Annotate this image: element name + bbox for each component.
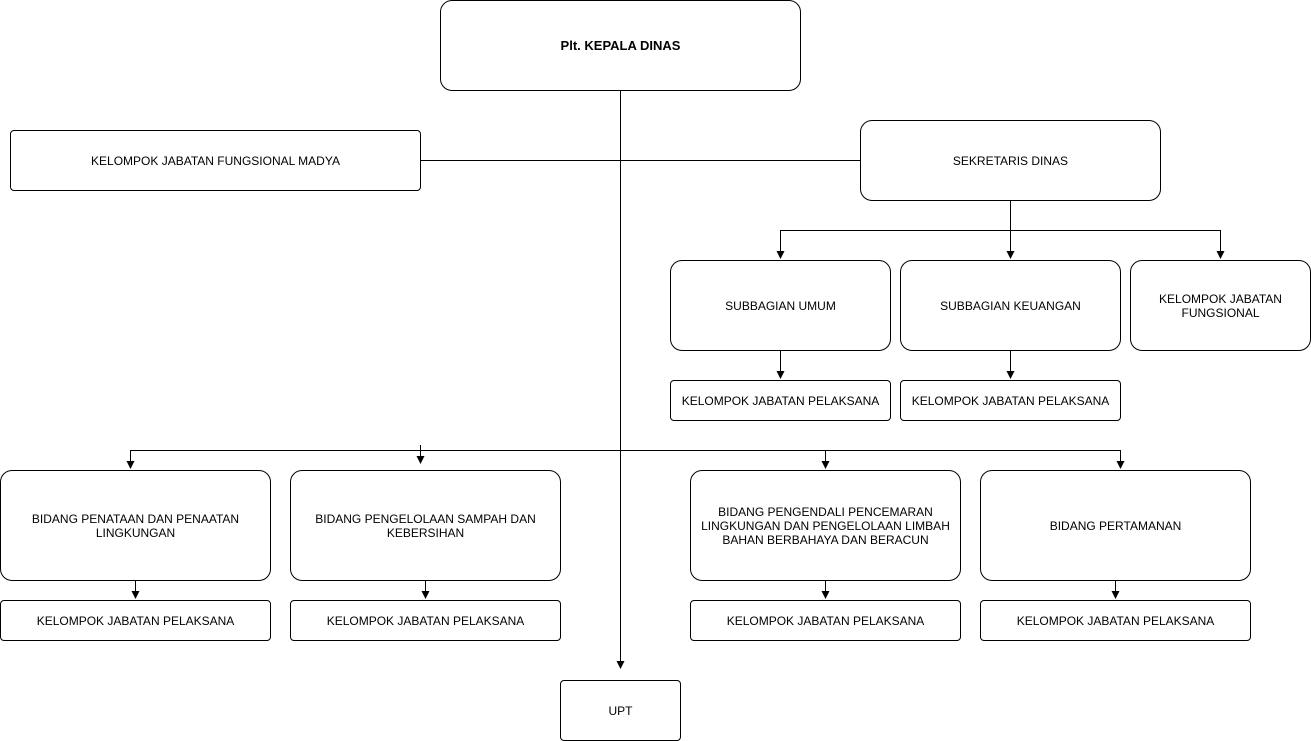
executor-box-sub-finance: KELOMPOK JABATAN PELAKSANA [900, 380, 1121, 421]
sub-general-box: SUBBAGIAN UMUM [670, 260, 891, 351]
bidang-box-1: BIDANG PENATAAN DAN PENAATAN LINGKUNGAN [0, 470, 271, 581]
executor-box-bidang-2: KELOMPOK JABATAN PELAKSANA [290, 600, 561, 641]
bidang-box-2: BIDANG PENGELOLAAN SAMPAH DAN KEBERSIHAN [290, 470, 561, 581]
functional-group-box: KELOMPOK JABATAN FUNGSIONAL [1130, 260, 1311, 351]
functional-madya-box: KELOMPOK JABATAN FUNGSIONAL MADYA [10, 130, 421, 191]
sub-finance-box: SUBBAGIAN KEUANGAN [900, 260, 1121, 351]
bidang-box-3: BIDANG PENGENDALI PENCEMARAN LINGKUNGAN … [690, 470, 961, 581]
secretary-box: SEKRETARIS DINAS [860, 120, 1161, 201]
bidang-box-4: BIDANG PERTAMANAN [980, 470, 1251, 581]
executor-box-sub-general: KELOMPOK JABATAN PELAKSANA [670, 380, 891, 421]
upt-box: UPT [560, 680, 681, 741]
executor-box-bidang-3: KELOMPOK JABATAN PELAKSANA [690, 600, 961, 641]
head-box: Plt. KEPALA DINAS [440, 0, 801, 91]
executor-box-bidang-1: KELOMPOK JABATAN PELAKSANA [0, 600, 271, 641]
executor-box-bidang-4: KELOMPOK JABATAN PELAKSANA [980, 600, 1251, 641]
